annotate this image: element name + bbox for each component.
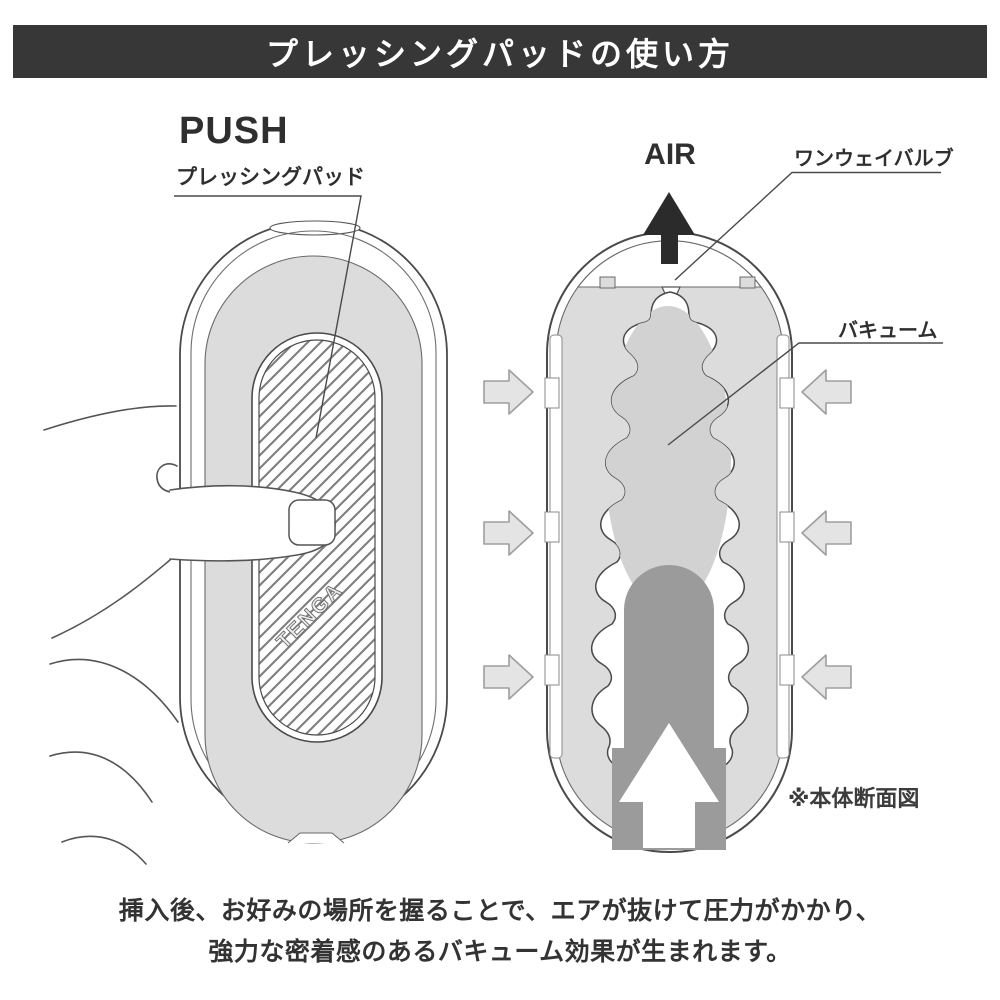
- cap-tab-left: [599, 276, 616, 289]
- hand-top-edge: [43, 405, 177, 431]
- cap-tab-right: [739, 276, 756, 289]
- leader-lines: [174, 171, 943, 446]
- fingernail: [288, 499, 336, 546]
- vacuum-label: バキューム: [838, 320, 938, 342]
- footer-line-2: 強力な密着感のあるバキューム効果が生まれます。: [208, 938, 792, 966]
- squeeze-arrow-icon: [483, 510, 534, 556]
- footer-description: 挿入後、お好みの場所を握ることで、エアが抜けて圧力がかかり、 強力な密着感のある…: [0, 891, 1000, 973]
- push-label: PUSH: [179, 110, 289, 152]
- bottom-notch: [287, 832, 345, 844]
- vacuum-leader-line: [667, 342, 943, 446]
- footer-line-1: 挿入後、お好みの場所を握ることで、エアが抜けて圧力がかかり、: [118, 897, 882, 925]
- hand-illustration: [43, 405, 336, 865]
- curled-finger-3: [61, 835, 147, 865]
- cross-section-note: ※本体断面図: [788, 786, 920, 811]
- valve-leader-line: [674, 171, 941, 281]
- thumb-knuckle: [156, 463, 179, 493]
- squeeze-arrow-icon: [801, 654, 852, 700]
- pad-leader-line: [174, 195, 362, 439]
- vacuum-chamber: [605, 306, 731, 610]
- curled-finger-1: [49, 658, 179, 723]
- casing-seams: [544, 334, 795, 759]
- squeeze-arrow-icon: [483, 654, 534, 700]
- squeeze-arrow-icon: [483, 369, 534, 415]
- squeeze-arrow-icon: [801, 510, 852, 556]
- right-device-cross-section: [544, 231, 795, 853]
- page-title: プレッシングパッドの使い方: [265, 35, 734, 72]
- top-cap-seam: [269, 220, 361, 236]
- squeeze-arrows: [483, 369, 852, 700]
- squeeze-arrow-icon: [801, 369, 852, 415]
- pressing-pad-label: プレッシングパッド: [176, 166, 365, 189]
- one-way-valve-label: ワンウェイバルブ: [794, 148, 954, 170]
- air-arrow-icon: [643, 192, 695, 264]
- insertion-arrow-icon: [619, 723, 719, 848]
- title-bar: プレッシングパッドの使い方: [13, 25, 987, 78]
- air-label: AIR: [644, 138, 696, 171]
- palm-bottom-edge: [51, 559, 171, 639]
- curled-finger-2: [49, 751, 153, 803]
